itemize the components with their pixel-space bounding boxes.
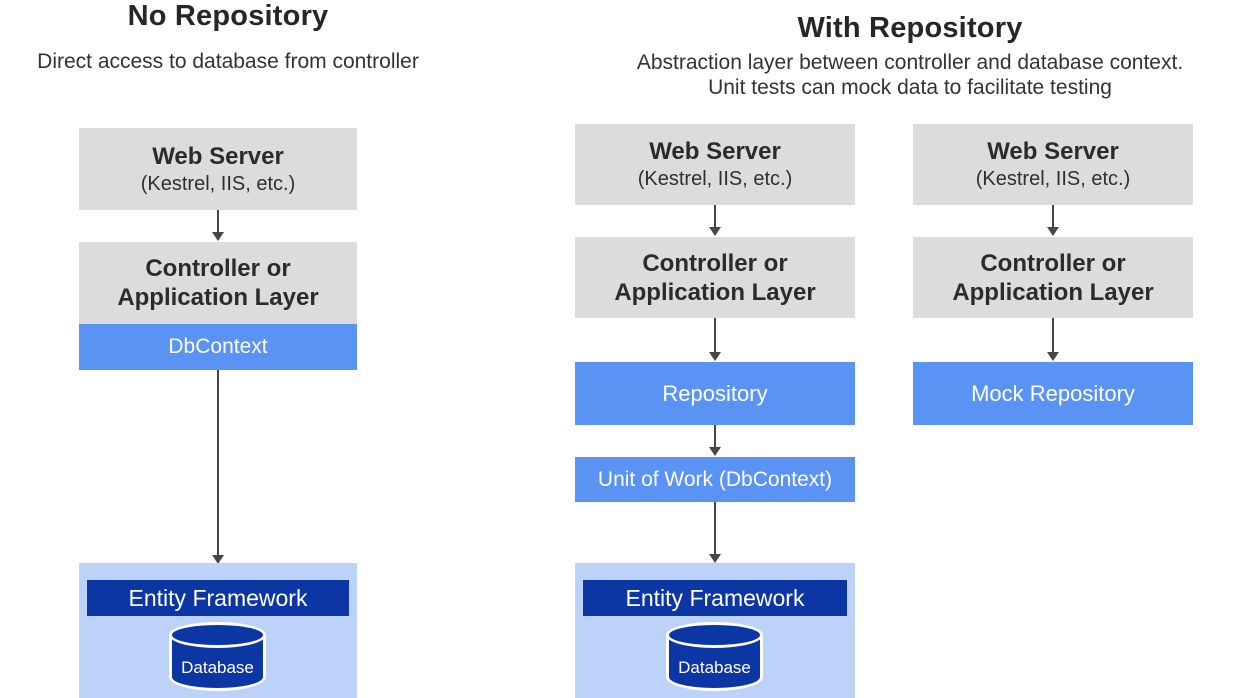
mock-repository-label: Mock Repository xyxy=(971,380,1135,406)
web-server-title: Web Server xyxy=(152,142,284,170)
web-server-box-middle: Web Server (Kestrel, IIS, etc.) xyxy=(575,124,855,205)
repository-box: Repository xyxy=(575,362,855,425)
with-repository-subtitle-line2: Unit tests can mock data to facilitate t… xyxy=(708,76,1112,99)
unit-of-work-label: Unit of Work (DbContext) xyxy=(597,467,833,491)
arrow-controller-to-mockrepository xyxy=(1046,318,1060,361)
controller-label-line2: Application Layer xyxy=(952,278,1154,306)
with-repository-subtitle-line1: Abstraction layer between controller and… xyxy=(636,51,1184,74)
entity-framework-bar-middle: Entity Framework xyxy=(583,580,847,616)
arrow-unitofwork-to-entityframework xyxy=(708,502,722,563)
controller-label-line1: Controller or xyxy=(642,249,788,277)
repository-label: Repository xyxy=(662,380,768,406)
with-repository-subtitle: Abstraction layer between controller and… xyxy=(586,50,1234,100)
arrow-webserver-to-controller-middle xyxy=(708,205,722,236)
controller-box-left: Controller or Application Layer xyxy=(79,242,357,324)
web-server-subtitle: (Kestrel, IIS, etc.) xyxy=(975,168,1131,190)
web-server-subtitle: (Kestrel, IIS, etc.) xyxy=(637,168,793,190)
web-server-title: Web Server xyxy=(987,138,1119,165)
dbcontext-label: DbContext xyxy=(168,335,268,358)
with-repository-title: With Repository xyxy=(797,12,1023,44)
arrow-dbcontext-to-entityframework xyxy=(211,370,225,564)
no-repository-subtitle: Direct access to database from controlle… xyxy=(37,50,419,73)
database-cylinder-top-left xyxy=(169,622,266,648)
web-server-box-right: Web Server (Kestrel, IIS, etc.) xyxy=(913,124,1193,205)
web-server-title: Web Server xyxy=(649,138,781,165)
controller-label-line2: Application Layer xyxy=(117,284,319,311)
web-server-subtitle: (Kestrel, IIS, etc.) xyxy=(140,172,296,195)
controller-box-middle: Controller or Application Layer xyxy=(575,237,855,318)
web-server-box-left: Web Server (Kestrel, IIS, etc.) xyxy=(79,128,357,210)
database-label-left: Database xyxy=(181,658,254,677)
entity-framework-bar-left: Entity Framework xyxy=(87,580,349,616)
controller-label-line2: Application Layer xyxy=(614,278,816,306)
arrow-repository-to-unitofwork xyxy=(708,425,722,456)
mock-repository-box: Mock Repository xyxy=(913,362,1193,425)
no-repository-title: No Repository xyxy=(127,0,329,32)
unit-of-work-box: Unit of Work (DbContext) xyxy=(575,457,855,502)
arrow-webserver-to-controller-right xyxy=(1046,205,1060,236)
dbcontext-box: DbContext xyxy=(79,324,357,370)
database-label-middle: Database xyxy=(678,658,751,677)
database-cylinder-top-middle xyxy=(666,622,763,648)
controller-box-right: Controller or Application Layer xyxy=(913,237,1193,318)
arrow-webserver-to-controller-left xyxy=(211,210,225,241)
controller-label-line1: Controller or xyxy=(145,255,291,282)
arrow-controller-to-repository xyxy=(708,318,722,361)
controller-label-line1: Controller or xyxy=(980,249,1126,277)
